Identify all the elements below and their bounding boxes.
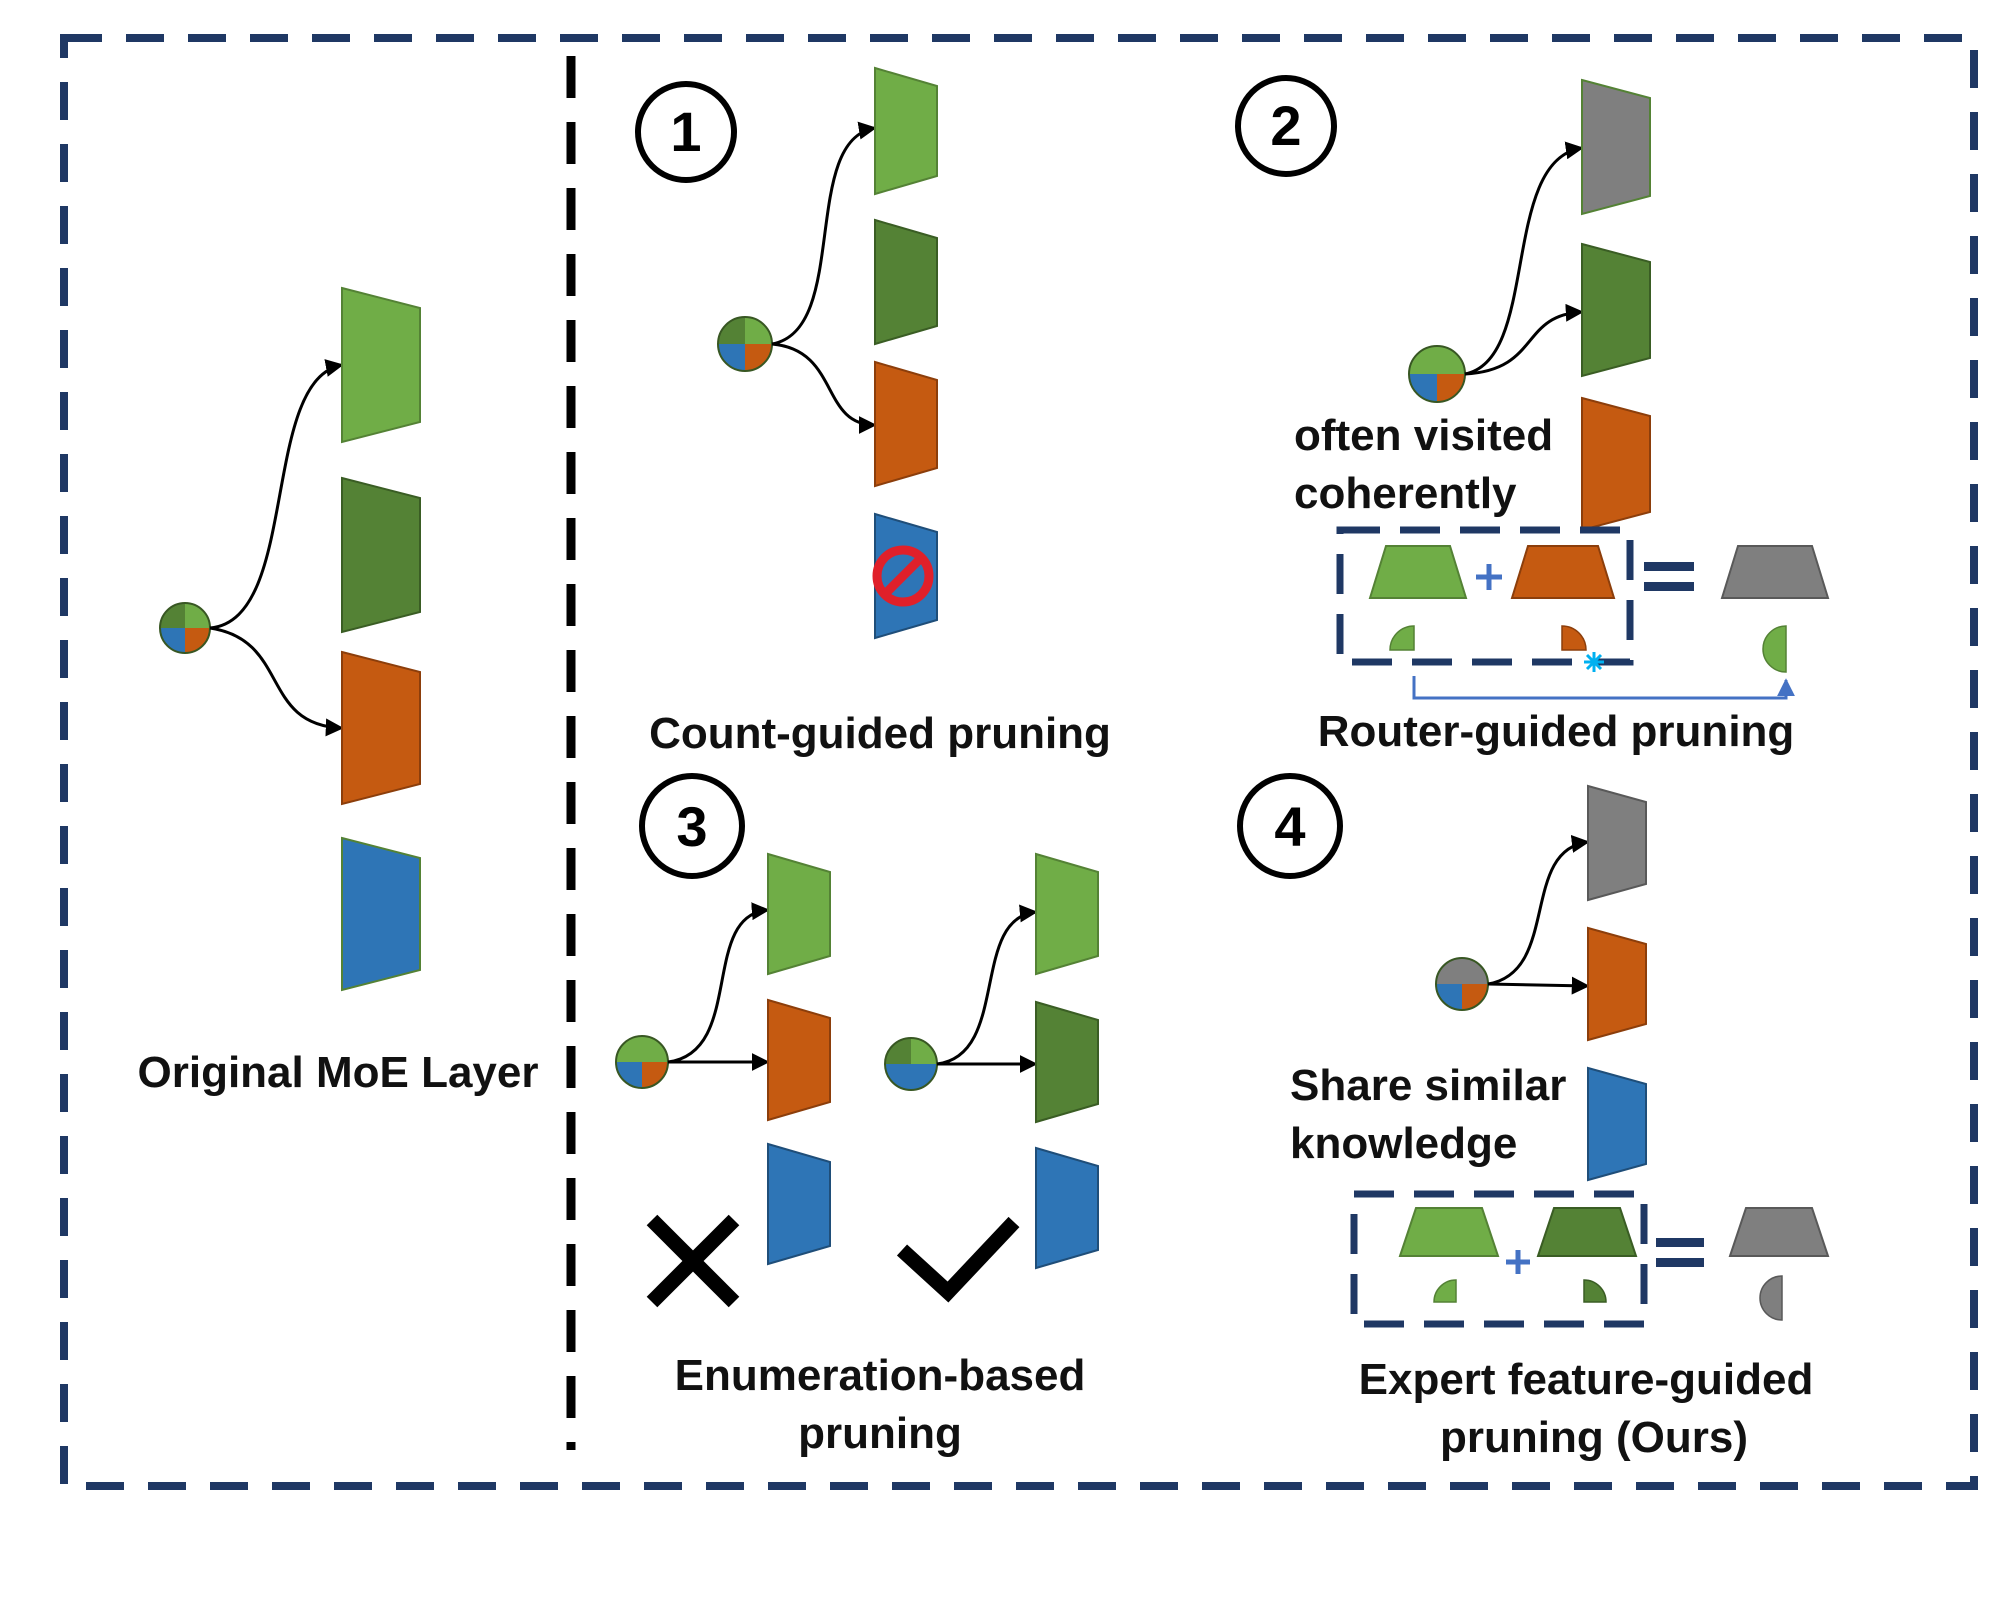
route-arrow [1464, 141, 1584, 376]
step-number: 4 [1274, 795, 1305, 858]
expert-block [1581, 78, 1651, 216]
route-arrow [1464, 303, 1584, 376]
panel-label: Original MoE Layer [138, 1048, 539, 1097]
expert-block [1581, 396, 1651, 532]
router-weight-fragment [1583, 1279, 1607, 1303]
panel-label: Expert feature-guided [1359, 1355, 1814, 1404]
step-number-badge [635, 81, 737, 183]
step-number-badge [1235, 75, 1337, 177]
merged-router-weight [1762, 625, 1787, 673]
expert-block [767, 852, 831, 976]
expert-block [1587, 1066, 1647, 1182]
expert-block [1035, 1000, 1099, 1124]
panel-label: pruning [798, 1409, 962, 1458]
plus-icon [1476, 564, 1502, 590]
equals-icon [1644, 562, 1694, 591]
connector-arrow [1412, 676, 1795, 700]
step-number: 2 [1270, 94, 1301, 157]
expert-block [1587, 926, 1647, 1042]
route-arrow [771, 121, 877, 346]
annotation-text: often visited [1294, 411, 1553, 460]
count-guided-panel: 1 Count-guided pruning [635, 66, 1111, 758]
cross-icon [646, 1214, 740, 1308]
expert-block-flat [1510, 545, 1616, 599]
expert-feature-guided-panel: 4 Share similar knowledge E [1237, 773, 1830, 1462]
route-arrow [1487, 976, 1590, 995]
step-number: 3 [676, 795, 707, 858]
route-arrow [936, 904, 1038, 1066]
expert-block [1035, 852, 1099, 976]
panel-label: Router-guided pruning [1318, 707, 1795, 756]
panel-label: Count-guided pruning [649, 709, 1111, 758]
merge-group-frame [1336, 526, 1634, 666]
router-node [159, 602, 211, 654]
route-arrow [209, 359, 344, 630]
expert-block [341, 286, 421, 444]
panel-label: Enumeration-based [675, 1351, 1086, 1400]
expert-block [1035, 1146, 1099, 1270]
router-node [615, 1035, 669, 1089]
annotation-text: coherently [1294, 469, 1517, 518]
expert-block [874, 66, 938, 196]
router-guided-panel: 2 often visited coherently [1235, 75, 1830, 756]
expert-block-flat [1368, 545, 1468, 599]
snowflake-icon [1584, 652, 1604, 672]
router-weight-fragment [1433, 1279, 1457, 1303]
check-icon [896, 1216, 1020, 1303]
expert-block [341, 650, 421, 806]
route-arrow [1487, 834, 1590, 986]
panel-label: pruning (Ours) [1440, 1413, 1748, 1462]
annotation-text: knowledge [1290, 1119, 1517, 1168]
router-node [1408, 345, 1466, 403]
merged-router-weight [1759, 1275, 1783, 1321]
router-weight-fragment [1561, 625, 1587, 651]
route-arrow [771, 342, 877, 434]
merged-expert-block [1720, 545, 1830, 599]
step-number-badge [1237, 773, 1343, 879]
expert-block [767, 998, 831, 1122]
prohibited-icon [872, 545, 934, 607]
router-node [717, 316, 773, 372]
outer-frame [60, 34, 1978, 1490]
expert-block [767, 1142, 831, 1266]
expert-block [341, 836, 421, 992]
plus-icon [1506, 1250, 1530, 1274]
route-arrow [209, 626, 344, 737]
expert-block-flat [1536, 1207, 1638, 1257]
expert-block [874, 360, 938, 488]
router-weight-fragment [1389, 625, 1415, 651]
router-node [884, 1037, 938, 1091]
original-moe-panel: Original MoE Layer [138, 286, 539, 1097]
route-arrow [667, 902, 770, 1064]
expert-block [1581, 242, 1651, 378]
merged-expert-block [1728, 1207, 1830, 1257]
expert-block [874, 218, 938, 346]
step-number: 1 [670, 100, 701, 163]
merge-group-frame [1350, 1190, 1648, 1328]
equals-icon [1656, 1238, 1704, 1267]
expert-block [1587, 784, 1647, 902]
expert-block-flat [1398, 1207, 1500, 1257]
annotation-text: Share similar [1290, 1061, 1566, 1110]
step-number-badge [639, 773, 745, 879]
router-node [1435, 957, 1489, 1011]
expert-block [341, 476, 421, 634]
enumeration-based-panel: 3 Enumeration- [615, 773, 1099, 1458]
